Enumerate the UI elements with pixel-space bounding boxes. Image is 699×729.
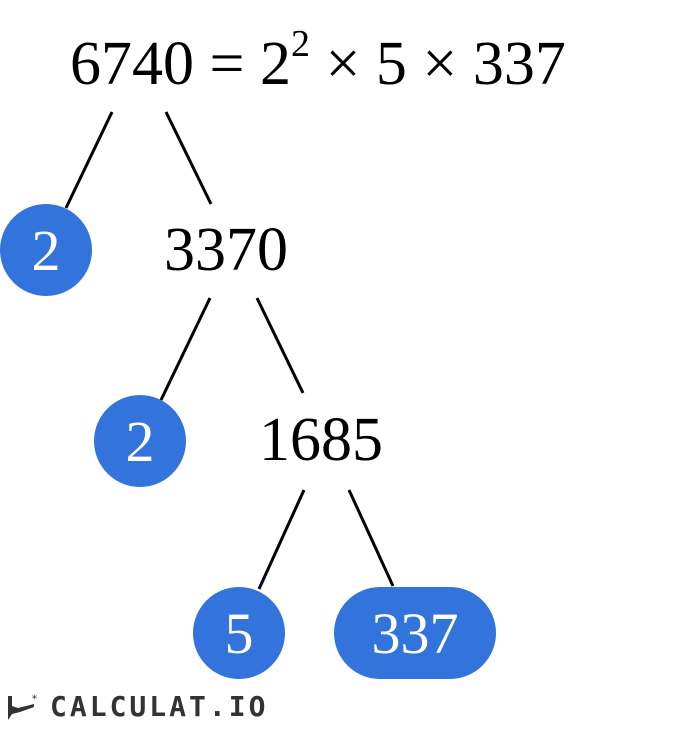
logo-text: CALCULAT.IO [50,690,269,723]
branch [255,297,305,394]
branch [64,111,114,209]
hand-wand-icon: * [8,694,37,720]
prime-node: 2 [94,395,186,487]
calculat-io-logo: * CALCULAT.IO [4,690,268,723]
branch [164,111,213,205]
composite-node: 3370 [164,216,288,284]
branch [347,489,395,587]
prime-node: 337 [334,587,496,679]
branch [257,489,306,590]
factorization-equation: 6740 = 22 × 5 × 337 [70,23,566,98]
prime-node: 2 [0,204,92,296]
branch [159,297,212,401]
composite-node: 1685 [259,406,383,474]
svg-text:*: * [32,694,37,705]
prime-node: 5 [193,587,285,679]
